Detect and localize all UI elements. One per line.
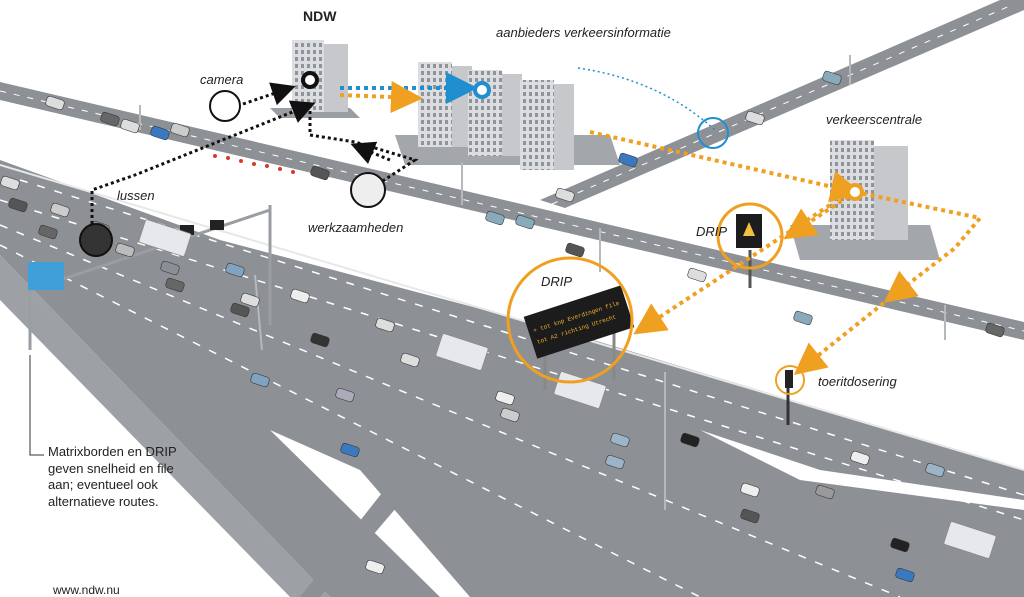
car xyxy=(890,537,910,553)
light-poles xyxy=(139,55,946,510)
car xyxy=(150,125,170,141)
loops-label: lussen xyxy=(117,188,155,203)
car xyxy=(740,508,760,524)
drip-small-label: DRIP xyxy=(696,224,728,239)
drip-small-sign xyxy=(736,214,762,288)
provider-buildings xyxy=(395,62,620,170)
loops-marker xyxy=(79,223,113,257)
car xyxy=(500,407,520,423)
car xyxy=(605,454,625,470)
car xyxy=(793,310,813,326)
roadworks-label: werkzaamheden xyxy=(308,220,404,235)
ramp-metering-marker xyxy=(775,365,805,395)
car xyxy=(618,152,638,168)
footer-url: www.ndw.nu xyxy=(53,583,120,597)
car xyxy=(365,559,385,575)
car xyxy=(740,482,760,498)
main-highway xyxy=(0,160,1024,597)
car xyxy=(165,277,185,293)
provider-car-marker xyxy=(697,117,729,149)
diagonal-road xyxy=(540,0,1024,208)
node-markers xyxy=(79,71,864,395)
car xyxy=(340,442,360,458)
car xyxy=(495,390,515,406)
ramp-traffic-light xyxy=(785,370,793,425)
providers-label: aanbieders verkeersinformatie xyxy=(496,25,671,40)
blue-wireless-waves xyxy=(577,67,716,131)
car xyxy=(230,302,250,318)
car xyxy=(100,111,120,127)
car xyxy=(335,387,355,403)
car xyxy=(310,165,330,181)
vehicles xyxy=(0,70,1005,583)
car xyxy=(240,292,260,308)
car xyxy=(565,242,585,258)
caption-leader-line xyxy=(29,355,44,456)
car xyxy=(290,288,310,304)
orange-data-paths xyxy=(339,81,984,375)
matrix-caption: Matrixborden en DRIP geven snelheid en f… xyxy=(48,444,218,510)
car xyxy=(375,317,395,333)
ramp-island-right xyxy=(700,430,1024,510)
ramp-metering-label: toeritdosering xyxy=(818,374,897,389)
drip-large-label: DRIP xyxy=(541,274,573,289)
car xyxy=(400,352,420,368)
traffic-centre-label: verkeerscentrale xyxy=(826,112,923,127)
car xyxy=(50,202,70,218)
car xyxy=(170,122,190,138)
truck xyxy=(138,219,192,257)
traffic-centre-node xyxy=(846,183,864,201)
truck xyxy=(435,333,489,371)
upper-road xyxy=(0,82,1024,340)
roadworks-marker xyxy=(350,172,386,208)
caption-line-2: geven snelheid en file xyxy=(48,460,174,476)
caption-line-1: Matrixborden en DRIP xyxy=(48,444,177,459)
car xyxy=(310,332,330,348)
car xyxy=(850,450,870,466)
black-data-paths xyxy=(90,82,419,236)
car xyxy=(38,224,58,240)
car xyxy=(115,242,135,258)
car xyxy=(815,484,835,500)
car xyxy=(687,267,707,283)
car xyxy=(225,262,245,278)
truck xyxy=(943,521,997,559)
drip-large-marker xyxy=(506,256,634,384)
car xyxy=(485,210,505,226)
caption-line-3: aan; eventueel ook xyxy=(48,477,158,492)
car xyxy=(515,214,535,230)
caption-line-4: alternatieve routes. xyxy=(48,493,159,509)
car xyxy=(822,70,842,86)
matrix-gantry xyxy=(28,205,272,350)
car xyxy=(925,462,945,478)
car xyxy=(895,567,915,583)
car xyxy=(0,175,20,191)
traffic-centre-building xyxy=(790,140,940,260)
car xyxy=(985,322,1005,338)
camera-label: camera xyxy=(200,72,244,87)
camera-marker xyxy=(209,90,241,122)
provider-node xyxy=(473,81,491,99)
car xyxy=(250,372,270,388)
ndw-node xyxy=(301,71,319,89)
ndw-label: NDW xyxy=(303,8,337,24)
car xyxy=(745,110,765,126)
car xyxy=(45,95,65,111)
car xyxy=(160,260,180,276)
roadworks-cones xyxy=(213,154,295,174)
exit-ramp xyxy=(300,470,420,597)
car xyxy=(8,197,28,213)
car xyxy=(680,432,700,448)
drip-small-marker xyxy=(716,202,784,270)
car xyxy=(610,432,630,448)
car xyxy=(555,187,575,203)
car xyxy=(120,118,140,134)
